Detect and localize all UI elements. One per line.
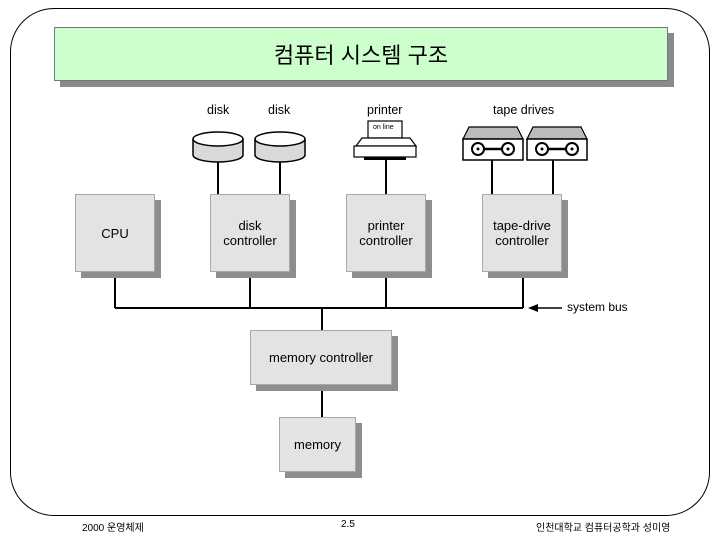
memory-controller-label: memory controller — [268, 350, 374, 365]
printer-controller-box: printer controller — [346, 194, 426, 272]
system-bus-label: system bus — [567, 300, 628, 314]
disk-icon-1 — [192, 131, 244, 163]
tape-drive-controller-box: tape-drive controller — [482, 194, 562, 272]
memory-label: memory — [294, 437, 341, 452]
disk-label-2: disk — [268, 103, 291, 117]
bus-arrow — [528, 304, 562, 312]
printer-panel-label: on line — [373, 124, 394, 131]
memory-controller-box: memory controller — [250, 330, 392, 385]
tape-drive-icon-2 — [526, 126, 588, 161]
system-bus — [114, 272, 524, 417]
tape-drives-label: tape drives — [493, 103, 555, 117]
device-links — [217, 160, 554, 194]
cpu-box: CPU — [75, 194, 155, 272]
printer-controller-label: printer controller — [359, 218, 413, 248]
disk-controller-box: disk controller — [210, 194, 290, 272]
tape-drive-icon-1 — [462, 126, 524, 161]
disk-controller-label: disk controller — [223, 218, 277, 248]
printer-label: printer — [367, 103, 403, 117]
printer-icon — [353, 120, 418, 160]
disk-icon-2 — [254, 131, 306, 163]
tape-drive-controller-label: tape-drive controller — [493, 218, 551, 248]
footer-page-number: 2.5 — [341, 519, 355, 530]
cpu-label: CPU — [101, 225, 129, 241]
slide-frame — [10, 8, 710, 516]
footer-right: 인천대학교 컴퓨터공학과 성미영 — [536, 523, 671, 534]
footer-left: 2000 운영체제 — [82, 523, 144, 534]
disk-label-1: disk — [207, 103, 230, 117]
slide-title: 컴퓨터 시스템 구조 — [54, 27, 668, 81]
memory-box: memory — [279, 417, 356, 472]
slide-title-text: 컴퓨터 시스템 구조 — [273, 43, 449, 68]
